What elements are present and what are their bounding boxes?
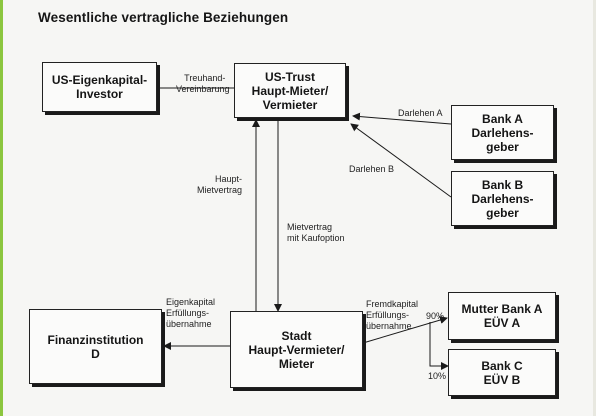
bank-c-branch-arrow bbox=[429, 322, 449, 370]
bank-c-box: Bank C EÜV B bbox=[448, 349, 556, 396]
haupt-mietvertrag-label-2: Mietvertrag bbox=[197, 185, 243, 195]
treuhand-label-1: Treuhand- bbox=[184, 73, 226, 83]
bank-c-line-1: Bank C bbox=[481, 358, 523, 373]
treuhand-label: Treuhand- Vereinbarung bbox=[176, 73, 230, 95]
us-eigenkapital-investor-box: US-Eigenkapital- Investor bbox=[42, 62, 157, 112]
bank-b-line-1: Bank B bbox=[481, 177, 524, 192]
finanzinstitution-d-box: Finanzinstitution D bbox=[29, 309, 162, 384]
investor-line-2: Investor bbox=[76, 87, 123, 101]
right-edge-strip bbox=[593, 0, 596, 416]
bank-b-box: Bank B Darlehens- geber bbox=[451, 171, 554, 226]
bank-a-line-2: Darlehens- bbox=[471, 125, 534, 140]
darlehen-a-arrow bbox=[352, 112, 452, 125]
fremdkapital-arrow bbox=[362, 316, 448, 344]
trust-line-3: Vermieter bbox=[262, 97, 318, 112]
trust-line-1: US-Trust bbox=[264, 69, 315, 84]
eigenkapital-label: Eigenkapital Erfüllungs- übernahme bbox=[166, 297, 215, 330]
haupt-mietvertrag-label: Haupt- Mietvertrag bbox=[193, 174, 242, 196]
fremdkapital-label-1: Fremdkapital bbox=[366, 299, 419, 309]
eigenkapital-label-1: Eigenkapital bbox=[166, 297, 216, 307]
fremdkapital-label-3: übernahme bbox=[366, 321, 412, 331]
investor-line-1: US-Eigenkapital- bbox=[51, 73, 148, 87]
mietvertrag-kaufoption-label-1: Mietvertrag bbox=[287, 222, 333, 232]
darlehen-b-label: Darlehen B bbox=[349, 164, 395, 174]
finanz-line-2: D bbox=[91, 346, 100, 361]
mutter-line-2: EÜV A bbox=[483, 316, 521, 330]
bank-a-box: Bank A Darlehens- geber bbox=[451, 105, 554, 160]
eigenkapital-label-2: Erfüllungs- bbox=[166, 308, 210, 318]
eigenkapital-label-3: übernahme bbox=[166, 319, 212, 329]
treuhand-label-2: Vereinbarung bbox=[176, 84, 230, 94]
bank-c-line-2: EÜV B bbox=[483, 372, 521, 387]
darlehen-b-arrow bbox=[350, 123, 452, 198]
mutter-bank-a-box: Mutter Bank A EÜV A bbox=[448, 292, 556, 340]
darlehen-a-label: Darlehen A bbox=[398, 108, 443, 118]
stadt-line-1: Stadt bbox=[281, 328, 312, 343]
bank-b-line-3: geber bbox=[486, 205, 519, 220]
bank-b-line-2: Darlehens- bbox=[471, 191, 534, 206]
us-trust-box: US-Trust Haupt-Mieter/ Vermieter bbox=[234, 63, 346, 118]
fremdkapital-label-2: Erfüllungs- bbox=[366, 310, 410, 320]
pct-10-label: 10% bbox=[428, 371, 447, 381]
mietvertrag-kaufoption-label: Mietvertrag mit Kaufoption bbox=[287, 222, 345, 244]
mietvertrag-kaufoption-label-2: mit Kaufoption bbox=[287, 233, 345, 243]
stadt-line-3: Mieter bbox=[278, 356, 315, 371]
diagram-title: Wesentliche vertragliche Beziehungen bbox=[38, 10, 289, 25]
haupt-mietvertrag-label-1: Haupt- bbox=[215, 174, 243, 184]
mutter-line-1: Mutter Bank A bbox=[461, 302, 543, 316]
bank-a-line-3: geber bbox=[486, 139, 519, 154]
trust-line-2: Haupt-Mieter/ bbox=[251, 83, 329, 98]
finanz-line-1: Finanzinstitution bbox=[47, 332, 144, 347]
bank-a-line-1: Bank A bbox=[482, 111, 523, 126]
stadt-line-2: Haupt-Vermieter/ bbox=[248, 342, 345, 357]
stadt-box: Stadt Haupt-Vermieter/ Mieter bbox=[230, 311, 363, 388]
pct-90-label: 90% bbox=[426, 311, 445, 321]
left-accent-bar bbox=[0, 0, 3, 416]
fremdkapital-label: Fremdkapital Erfüllungs- übernahme bbox=[366, 299, 418, 332]
